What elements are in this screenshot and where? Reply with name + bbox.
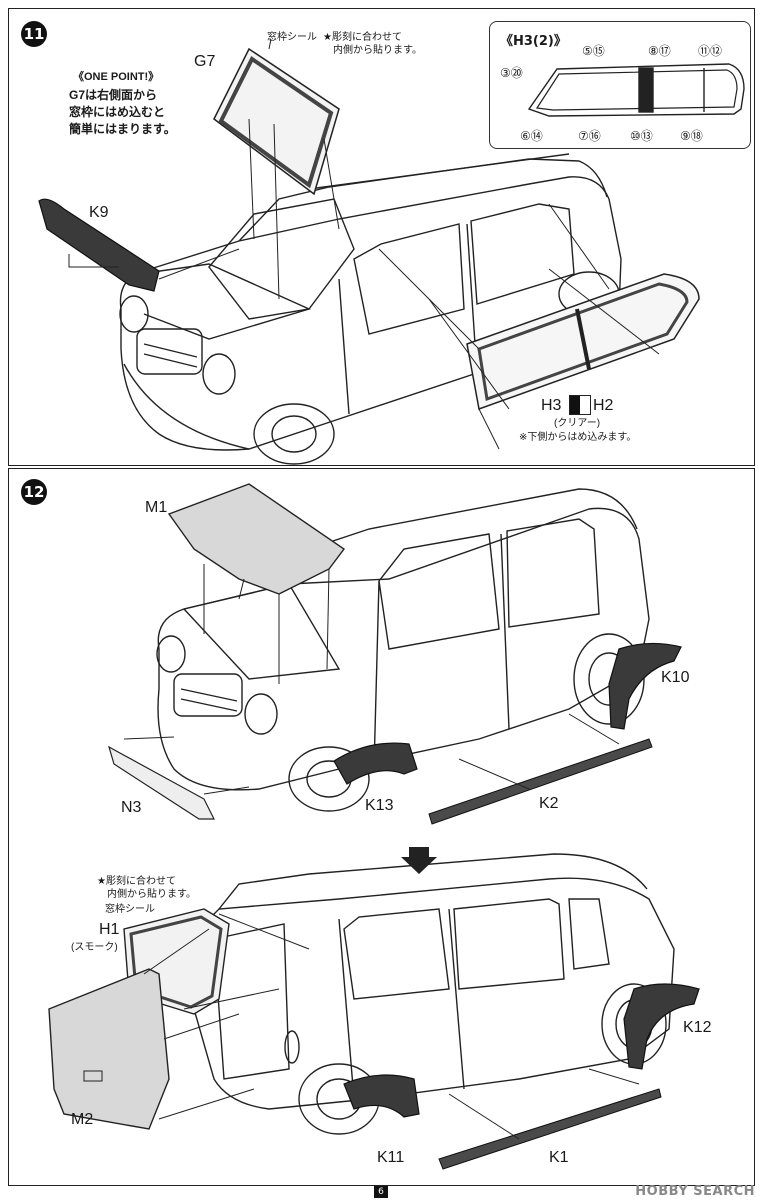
smoke-note: (スモーク): [71, 942, 118, 953]
h1-seal-note: 窓枠シール: [105, 904, 155, 915]
h3-num-8-17: ⑧⑰: [648, 44, 671, 58]
step-12-illustration: [48, 483, 700, 1170]
one-point-line-1: G7は右側面から: [69, 88, 158, 102]
step-11-panel: 11: [8, 8, 755, 466]
g7-seal-note: 窓枠シール: [267, 32, 317, 43]
label-m1: M1: [145, 499, 168, 516]
step-11-illustration: [38, 38, 745, 465]
page-number: 6: [374, 1186, 388, 1198]
h3-detail-box: 《H3(2)》 ⑤⑮ ⑧⑰ ⑪⑫ ③⑳ ⑥⑭ ⑦⑯ ⑩⑬ ⑨⑱: [489, 21, 751, 149]
h3-num-9-18: ⑨⑱: [680, 129, 703, 143]
label-k13: K13: [365, 797, 394, 814]
one-point-line-2: 窓枠にはめ込むと: [69, 105, 166, 119]
label-k11: K11: [377, 1149, 405, 1166]
label-k9: K9: [89, 204, 109, 221]
h3-num-10-13: ⑩⑬: [630, 129, 653, 143]
label-h3: H3: [541, 397, 562, 414]
g7-star-note-1: ★彫刻に合わせて: [323, 32, 402, 43]
one-point-line-3: 簡単にはまります。: [69, 122, 176, 136]
watermark: HOBBY SEARCH: [635, 1184, 755, 1199]
h3-num-3-20: ③⑳: [500, 66, 523, 80]
h3-num-7-16: ⑦⑯: [578, 129, 601, 143]
step-12-panel: 12: [8, 468, 755, 1186]
h3-detail-title: 《H3(2)》: [500, 34, 567, 49]
label-k2: K2: [539, 795, 559, 812]
label-m2: M2: [71, 1111, 94, 1128]
label-g7: G7: [194, 53, 216, 70]
label-k10: K10: [661, 669, 690, 686]
page-footer: 6 HOBBY SEARCH: [0, 1184, 765, 1200]
label-k12: K12: [683, 1019, 712, 1036]
one-point-title: 《ONE POINT!》: [73, 71, 160, 83]
label-k1: K1: [549, 1149, 569, 1166]
label-h1: H1: [99, 921, 120, 938]
h1-star-note-1: ★彫刻に合わせて: [97, 876, 176, 887]
clear-note: (クリアー): [554, 418, 601, 429]
h3-num-5-15: ⑤⑮: [582, 44, 605, 58]
bottom-fit-note: ※下側からはめ込みます。: [519, 432, 637, 443]
label-n3: N3: [121, 799, 142, 816]
h1-star-note-2: 内側から貼ります。: [107, 889, 196, 900]
step-11-badge: 11: [21, 21, 47, 47]
h3-h2-pair-icon: [569, 395, 591, 415]
g7-star-note-2: 内側から貼ります。: [333, 45, 422, 56]
h3-num-11-12: ⑪⑫: [698, 44, 723, 58]
label-h2: H2: [593, 397, 614, 414]
h3-num-6-14: ⑥⑭: [520, 129, 543, 143]
step-12-badge: 12: [21, 479, 47, 505]
